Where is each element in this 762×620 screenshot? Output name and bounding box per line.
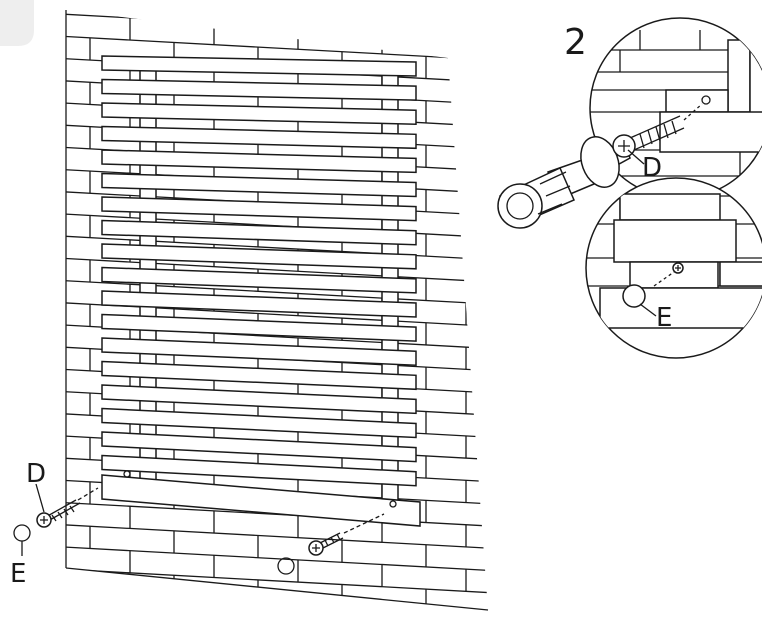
radiator-bar: [101, 149, 417, 174]
wall-plug-center: [277, 557, 295, 575]
towel-radiator: [101, 55, 421, 527]
screw-left-assembly: D E: [10, 459, 99, 589]
screw-center-assembly: [277, 513, 385, 575]
wall-plug-detail: [622, 284, 646, 308]
radiator-bar: [101, 454, 417, 487]
screw-detail-thread: [639, 120, 677, 149]
leader-e-detail: [639, 303, 657, 317]
radiator-bar: [101, 337, 417, 366]
radiator-bar: [101, 431, 417, 463]
brick-course-line: [66, 523, 488, 550]
radiator-bar: [101, 243, 417, 270]
cross-head-icon: [40, 516, 48, 524]
radiator-bar: [101, 313, 417, 342]
screw-detail-assembly: D: [612, 103, 703, 183]
radiator-bars: [101, 55, 417, 487]
label-screw-d-detail: D: [642, 153, 662, 183]
brick-course-line: [66, 13, 488, 39]
radiator-bar: [101, 172, 417, 198]
label-plug-e: E: [10, 559, 26, 589]
brick-course-line: [66, 35, 488, 62]
radiator-bar: [101, 266, 417, 294]
brick-course-line: [66, 279, 488, 306]
cross-head-icon-detail: [618, 140, 630, 152]
radiator-bar: [101, 125, 417, 150]
radiator-bar: [101, 290, 417, 318]
corner-tab: [0, 0, 34, 46]
radiator-bar: [101, 407, 417, 439]
screwdriver: [497, 136, 631, 229]
screwdriver-handle-end: [497, 183, 543, 229]
radiator-bar: [101, 219, 417, 246]
label-screw-d: D: [26, 459, 46, 489]
radiator-bar: [101, 78, 417, 101]
brick-course-line: [66, 235, 488, 261]
screw-center-thread: [324, 533, 341, 547]
brick-course-line: [66, 257, 488, 284]
leader-d-left: [35, 483, 45, 513]
alignment-line-center: [343, 513, 385, 534]
step-number: 2: [564, 22, 587, 63]
brick-course-line: [66, 568, 488, 594]
leader-d-detail: [627, 149, 645, 165]
detail-view-plug: E: [585, 177, 762, 359]
alignment-line-left: [77, 487, 99, 501]
screwdriver-collar: [580, 136, 620, 188]
radiator-bar: [101, 384, 417, 415]
mount-hole-right: [389, 500, 397, 508]
radiator-bar: [101, 196, 417, 222]
label-plug-e-detail: E: [656, 303, 672, 333]
radiator-bar: [101, 102, 417, 125]
wall-plug-left: [13, 524, 31, 542]
handle-grip-lines: [537, 171, 571, 215]
radiator-bottom-bar: [101, 474, 421, 527]
radiator-bar: [101, 55, 417, 77]
screw-left-thread: [51, 505, 75, 522]
mount-hole-left: [123, 470, 131, 478]
radiator-bar: [101, 360, 417, 391]
wall-edge-bottom: [65, 567, 489, 611]
cross-head-icon-center: [312, 544, 320, 552]
brick-course-line: [66, 546, 488, 572]
